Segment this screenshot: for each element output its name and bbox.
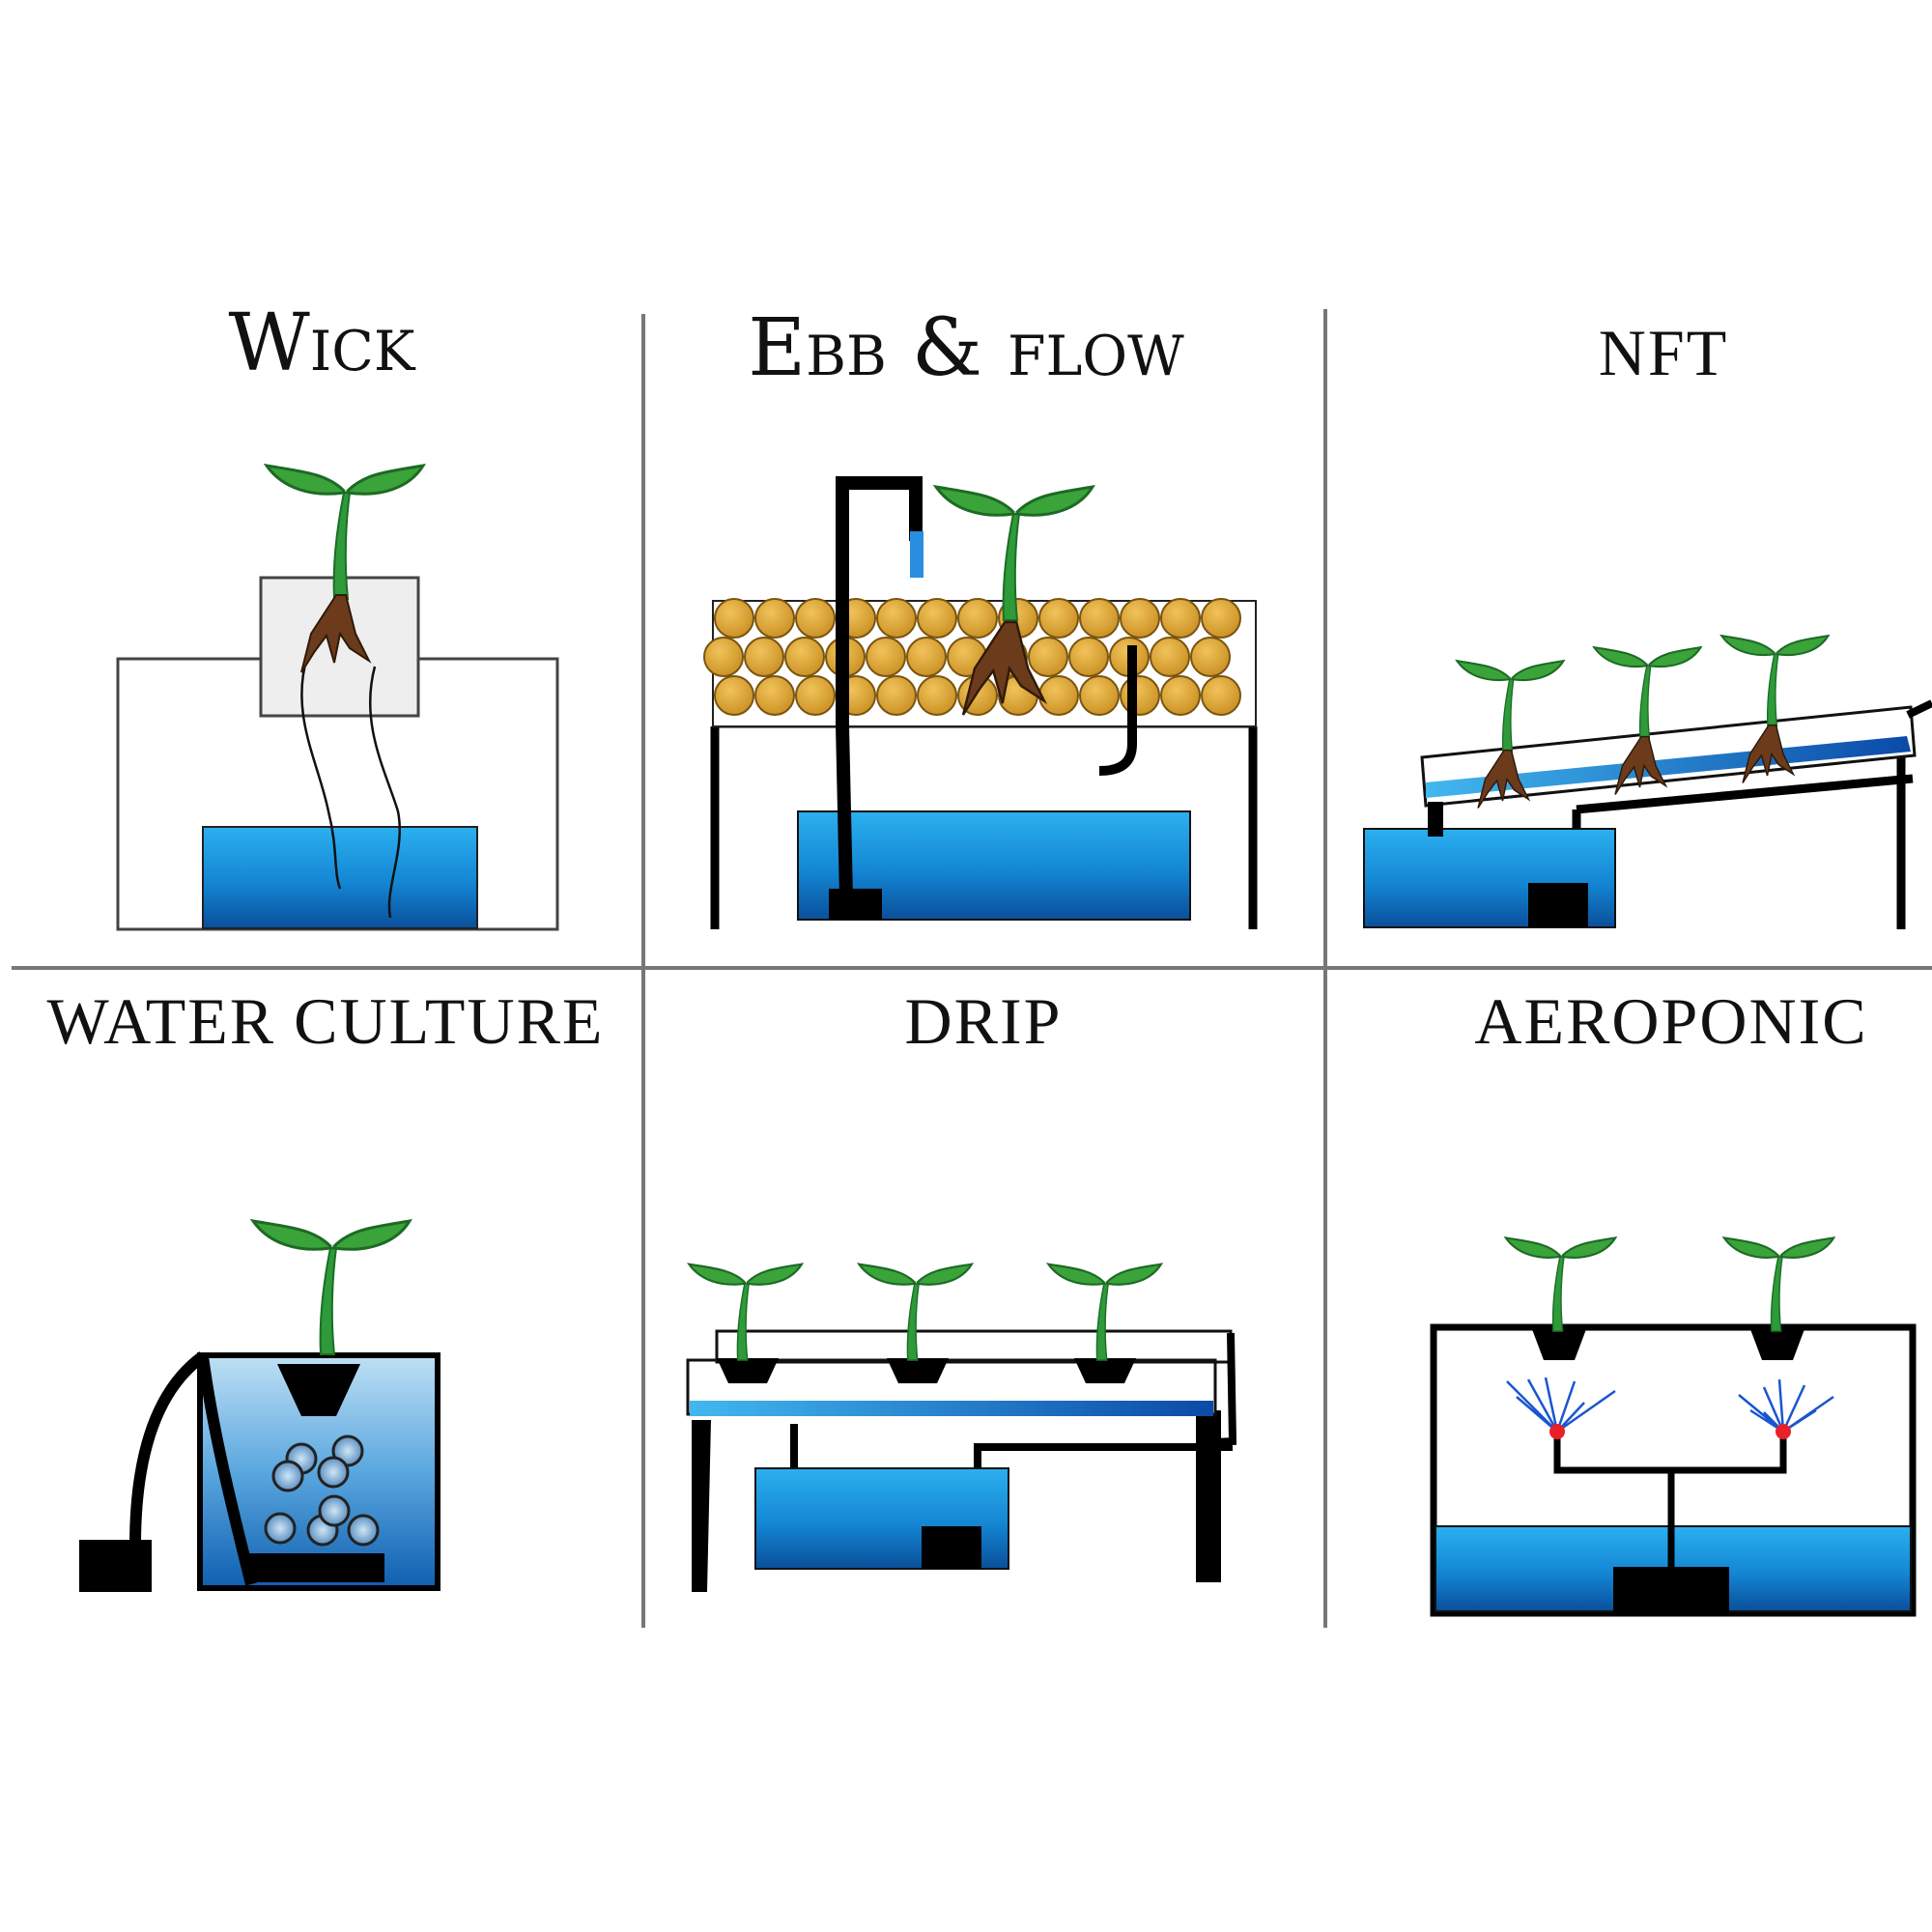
mist-nozzle-icon [1549, 1424, 1565, 1439]
mist-manifold [1553, 1437, 1787, 1570]
clay-pebble [1201, 675, 1241, 716]
air-bubble [271, 1460, 304, 1492]
return-pipe [1576, 774, 1914, 814]
panel-title: Wick [229, 298, 416, 389]
clay-pebble [795, 598, 836, 639]
panel-title: AEROPONIC [1474, 984, 1867, 1058]
mist-spray [1506, 1377, 1834, 1434]
nutrient-layer [690, 1401, 1213, 1416]
supply-pipe [836, 476, 923, 899]
table-leg [1196, 1410, 1221, 1582]
pump-icon [1613, 1567, 1729, 1613]
clay-pebble [1150, 637, 1190, 677]
clay-pebble [744, 637, 784, 677]
seedling-icon [1722, 1236, 1835, 1333]
pump-icon [922, 1526, 981, 1569]
table-frame [710, 726, 1258, 929]
clay-pebble [866, 637, 906, 677]
table-frame [692, 1420, 711, 1592]
clay-pebble [754, 675, 795, 716]
clay-pebble [1160, 675, 1201, 716]
panel-ebb-flow: Ebb & flow [703, 302, 1258, 929]
seedling-icon [1047, 1263, 1163, 1362]
air-pump-icon [79, 1540, 152, 1592]
clay-pebble [1028, 637, 1068, 677]
air-bubble [317, 1456, 350, 1489]
seedling-icon [688, 1263, 803, 1362]
air-bubble [264, 1512, 297, 1545]
panel-water-culture: WATER CULTURE [47, 984, 605, 1592]
panel-title: WATER CULTURE [47, 984, 605, 1058]
clay-pebble [1120, 598, 1160, 639]
panel-nft: NFT [1363, 316, 1932, 929]
grow-pot [717, 1358, 1136, 1383]
drain-pipe [1098, 645, 1137, 776]
clay-pebble [876, 598, 917, 639]
clay-pebble [754, 598, 795, 639]
wick-icon [300, 656, 401, 919]
clay-pebble [1120, 675, 1160, 716]
clay-pebble [1190, 637, 1231, 677]
clay-pebble [1160, 598, 1201, 639]
clay-pebble [917, 675, 957, 716]
clay-pebble [1038, 598, 1079, 639]
panel-aeroponic: AEROPONIC [1430, 984, 1917, 1617]
air-bubble [347, 1514, 380, 1547]
seedling-icon [1504, 1236, 1617, 1333]
air-bubbles [264, 1435, 380, 1547]
clay-pebble [703, 637, 744, 677]
pump-icon [1528, 883, 1588, 927]
feed-pipe [1906, 699, 1932, 719]
clay-pebble [876, 675, 917, 716]
seedling-icon [858, 1263, 973, 1362]
panel-drip: DRIP [686, 984, 1237, 1592]
clay-pebble [1079, 598, 1120, 639]
nutrient-film [1426, 736, 1911, 798]
clay-pebble [917, 598, 957, 639]
clay-pebble [1068, 637, 1109, 677]
panel-title: Ebb & flow [748, 302, 1184, 394]
clay-pebble [714, 598, 754, 639]
net-pot [277, 1364, 360, 1416]
drip-line [715, 1329, 1233, 1364]
clay-pebble [906, 637, 947, 677]
panel-wick: Wick [116, 298, 559, 931]
panel-title: DRIP [905, 984, 1063, 1058]
clay-pebble [714, 675, 754, 716]
clay-pebble [1201, 598, 1241, 639]
water-flow [910, 531, 923, 578]
clay-pebble [1038, 675, 1079, 716]
air-stone [247, 1553, 384, 1582]
clay-pebble [957, 598, 998, 639]
seedling-icon [251, 1219, 412, 1356]
clay-pebble [1079, 675, 1120, 716]
reservoir-icon [202, 826, 478, 929]
pump-icon [829, 889, 882, 920]
air-bubble [318, 1494, 351, 1527]
clay-pebble [784, 637, 825, 677]
panel-grid [12, 309, 1932, 1628]
clay-pebble [795, 675, 836, 716]
panel-title: NFT [1599, 316, 1728, 389]
mist-nozzle-icon [1776, 1424, 1791, 1439]
air-line [129, 1351, 257, 1586]
grow-pot [1532, 1329, 1804, 1360]
